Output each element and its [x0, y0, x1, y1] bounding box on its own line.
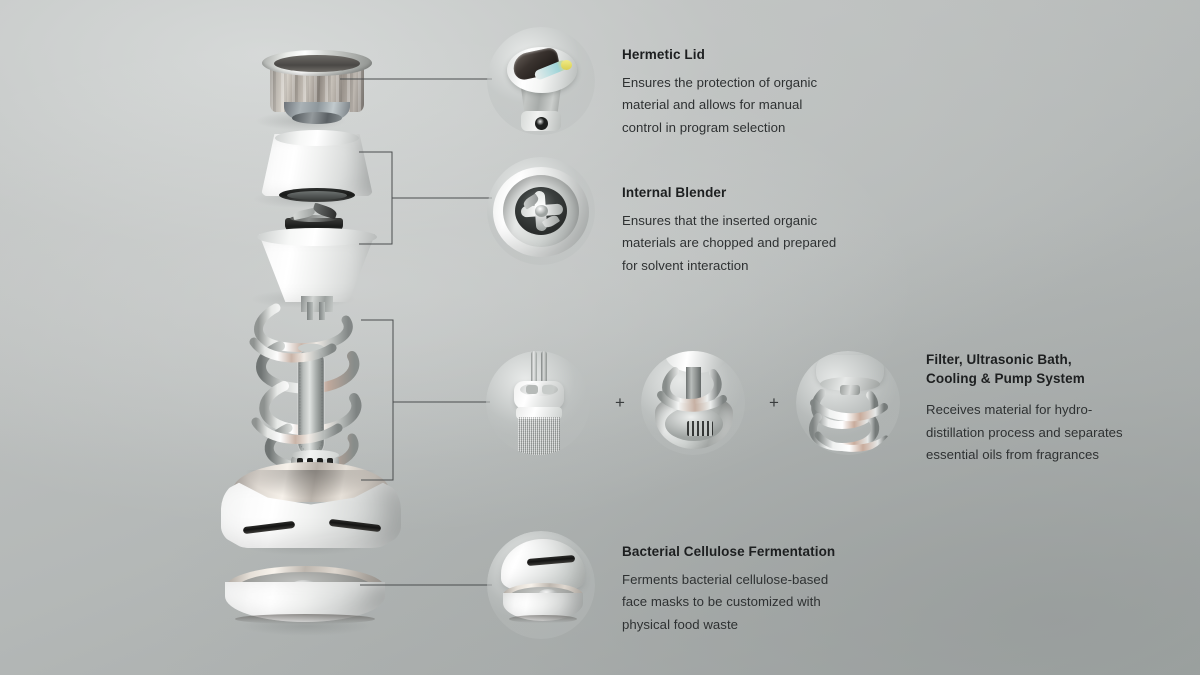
plus-separator-1: + — [615, 393, 625, 412]
callout-text-hermetic-lid: Hermetic Lid Ensures the protection of o… — [622, 46, 882, 139]
coil-sweep — [657, 367, 727, 412]
callout-text-fermentation: Bacterial Cellulose Fermentation Ferment… — [622, 543, 892, 636]
coil-spiral — [809, 389, 890, 452]
pump-mesh — [687, 421, 713, 436]
leader-bracket-filter — [361, 319, 394, 481]
detail-circle-fermentation — [487, 531, 595, 639]
exploded-part-base-unit — [221, 462, 401, 550]
callout-body: Ensures the protection of organic materi… — [622, 74, 818, 135]
callout-body: Ferments bacterial cellulose-based face … — [622, 571, 829, 632]
exploded-part-mid-vessel — [245, 228, 389, 320]
detail-circle-internal-blender — [487, 157, 595, 265]
leader-bracket-blender — [359, 151, 393, 245]
filter-mesh — [518, 417, 560, 455]
callout-body: Ensures that the inserted organic materi… — [622, 212, 837, 273]
detail-circle-hermetic-lid — [487, 27, 595, 135]
callout-title: Internal Blender — [622, 185, 727, 200]
program-selector-knob — [561, 60, 572, 70]
callout-title: Bacterial Cellulose Fermentation — [622, 544, 836, 559]
detail-circle-cooling-pump — [796, 351, 900, 455]
callout-text-internal-blender: Internal Blender Ensures that the insert… — [622, 184, 892, 277]
callout-title: Hermetic Lid — [622, 47, 705, 62]
callout-text-filter-system: Filter, Ultrasonic Bath, Cooling & Pump … — [926, 351, 1192, 467]
coil-svg — [249, 303, 362, 472]
exploded-part-lid — [258, 46, 376, 124]
plus-separator-2: + — [769, 393, 779, 412]
callout-body: Receives material for hydro- distillatio… — [926, 402, 1123, 462]
exploded-part-upper-vessel — [253, 128, 381, 208]
callout-title: Filter, Ultrasonic Bath, Cooling & Pump … — [926, 352, 1085, 386]
detail-circle-ultrasonic-bath — [641, 351, 745, 455]
detail-circle-filter — [486, 351, 590, 455]
exploded-part-dish — [225, 560, 385, 626]
exploded-part-coil — [236, 290, 396, 480]
